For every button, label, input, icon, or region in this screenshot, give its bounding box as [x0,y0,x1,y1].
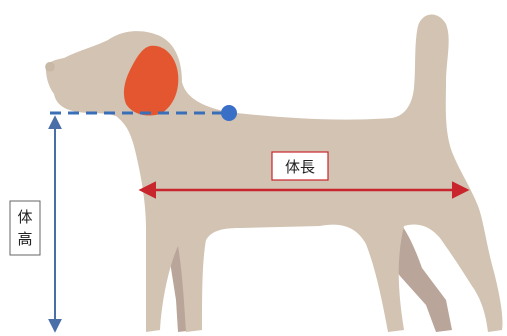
body-height-label-line2: 高 [17,230,32,248]
dog-nose-icon [45,62,55,72]
body-length-label-text: 体長 [285,158,315,176]
body-height-label: 体 高 [10,201,40,255]
body-length-label: 体長 [272,152,328,180]
withers-marker-point [221,105,237,121]
body-height-label-line1: 体 [17,208,32,226]
